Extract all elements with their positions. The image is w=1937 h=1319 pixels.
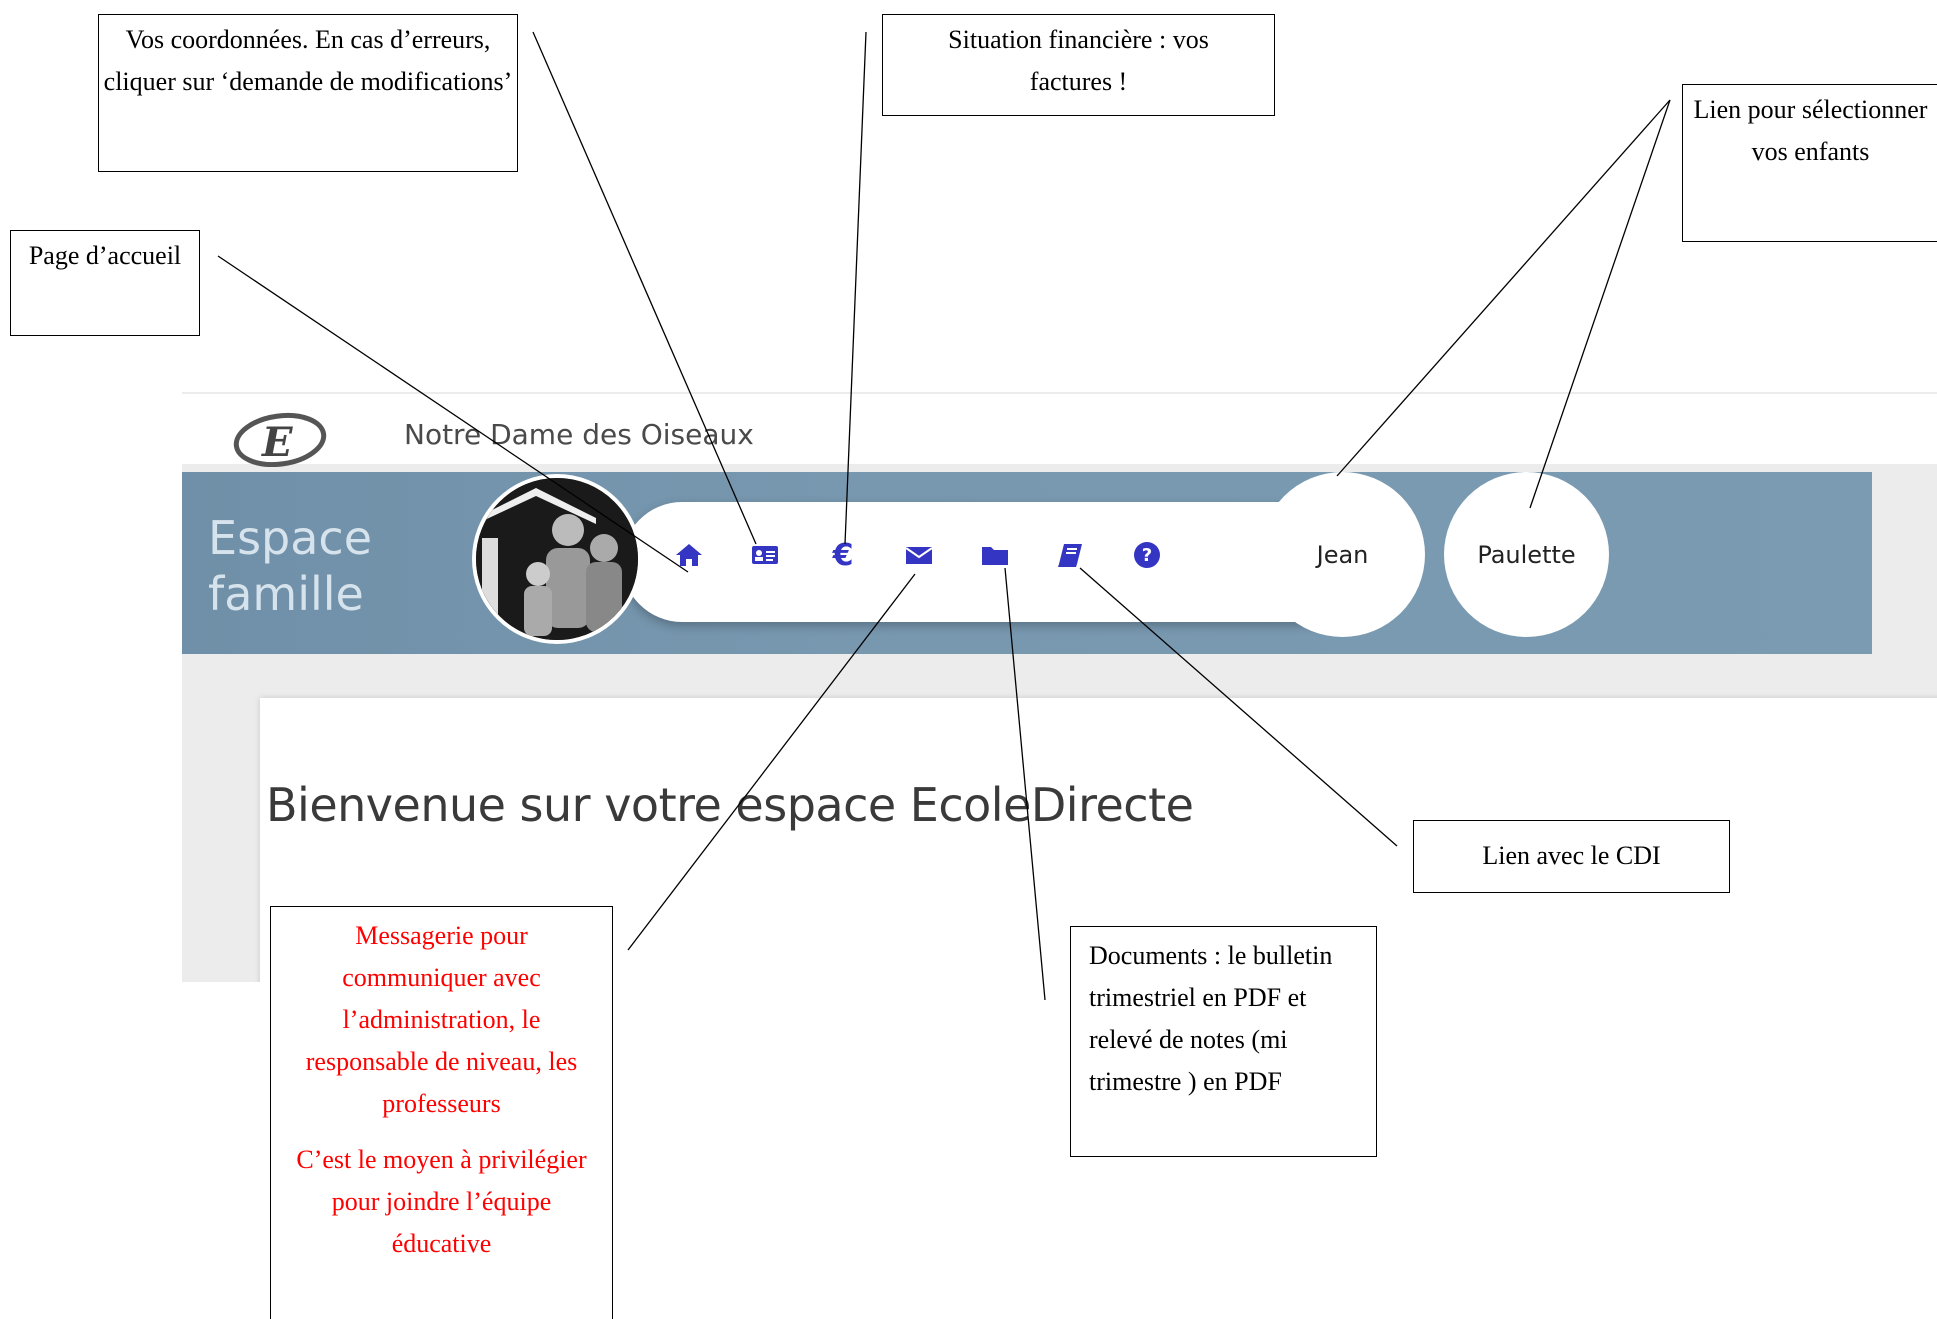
annotation-cdi: Lien avec le CDI	[1413, 820, 1730, 893]
envelope-icon[interactable]	[902, 538, 936, 572]
home-icon[interactable]	[672, 538, 706, 572]
id-card-icon[interactable]	[748, 538, 782, 572]
ecoledirecte-screenshot: E Notre Dame des Oiseaux Espace famille	[182, 392, 1937, 982]
family-avatar	[472, 474, 642, 644]
ecole-directe-logo: E	[233, 412, 327, 467]
child-button-paulette[interactable]: Paulette	[1444, 472, 1609, 637]
annotation-financiere: Situation financière : vos factures !	[882, 14, 1275, 116]
school-name: Notre Dame des Oiseaux	[404, 418, 754, 451]
top-bar: E Notre Dame des Oiseaux	[182, 394, 1937, 467]
espace-famille-banner: Espace famille €	[182, 472, 1872, 654]
folder-icon[interactable]	[978, 538, 1012, 572]
family-silhouette-icon	[476, 478, 638, 640]
book-icon[interactable]	[1054, 538, 1088, 572]
svg-text:E: E	[261, 419, 293, 466]
banner-title: Espace famille	[208, 511, 373, 621]
child-button-jean[interactable]: Jean	[1260, 472, 1425, 637]
child-name: Paulette	[1477, 540, 1576, 569]
help-icon[interactable]: ?	[1130, 538, 1164, 572]
annotation-accueil: Page d’accueil	[10, 230, 200, 336]
annotation-messagerie: Messagerie pour communiquer avec l’admin…	[270, 906, 613, 1319]
child-name: Jean	[1316, 540, 1369, 569]
annotation-enfants: Lien pour sélectionner vos enfants	[1682, 84, 1937, 242]
page-title: Bienvenue sur votre espace EcoleDirecte	[266, 778, 1194, 832]
annotation-coordonnees: Vos coordonnées. En cas d’erreurs, cliqu…	[98, 14, 518, 172]
svg-text:?: ?	[1142, 545, 1152, 566]
euro-icon[interactable]: €	[832, 537, 854, 573]
annotation-documents: Documents : le bulletin trimestriel en P…	[1070, 926, 1377, 1157]
